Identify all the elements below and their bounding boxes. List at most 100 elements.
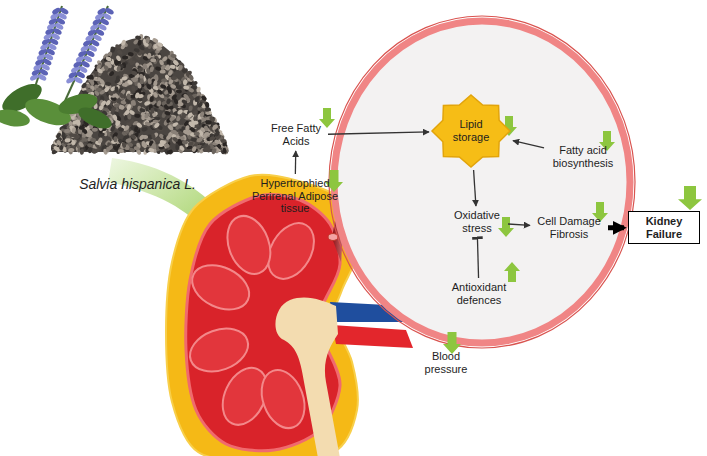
chia-seed bbox=[211, 148, 217, 155]
node-text: Lipid storage bbox=[443, 118, 499, 143]
chia-seed bbox=[139, 107, 146, 113]
chia-seed bbox=[188, 74, 194, 81]
chia-seed bbox=[114, 120, 121, 127]
chia-seed bbox=[170, 54, 176, 59]
chia-seed bbox=[166, 149, 173, 155]
chia-seed bbox=[64, 129, 70, 133]
flower-bud bbox=[59, 7, 69, 16]
chia-seed bbox=[132, 77, 139, 83]
chia-seed bbox=[196, 86, 201, 93]
chia-seed bbox=[182, 140, 188, 144]
chia-seed bbox=[71, 127, 76, 134]
plant-leaf bbox=[0, 107, 31, 129]
chia-seed bbox=[161, 55, 168, 62]
chia-seed bbox=[105, 56, 112, 62]
chia-seed bbox=[123, 124, 130, 131]
chia-seed bbox=[200, 111, 205, 118]
change-arrow bbox=[678, 186, 702, 210]
chia-seed bbox=[160, 84, 167, 90]
chia-seed bbox=[157, 41, 164, 48]
connector bbox=[608, 225, 624, 230]
chia-seed bbox=[133, 146, 140, 151]
chia-seed bbox=[147, 78, 152, 85]
node-text: Antioxidant defences bbox=[446, 281, 512, 306]
change-arrow bbox=[319, 108, 335, 128]
chia-seed bbox=[188, 105, 193, 112]
chia-seed bbox=[127, 52, 134, 57]
chia-seed bbox=[126, 104, 131, 111]
chia-seed bbox=[220, 139, 226, 144]
chia-seed bbox=[68, 148, 74, 153]
chia-seed bbox=[200, 95, 207, 102]
chia-seed bbox=[134, 92, 140, 99]
chia-seed bbox=[176, 89, 182, 93]
connector bbox=[508, 224, 530, 225]
chia-seed bbox=[171, 76, 177, 81]
chia-seed bbox=[194, 95, 200, 102]
chia-seed bbox=[164, 110, 171, 116]
process-label: Hypertrophied Perirenal Adipose tissue bbox=[250, 176, 340, 216]
renal-pyramid bbox=[185, 257, 256, 319]
chia-seed bbox=[183, 93, 190, 100]
chia-seed bbox=[138, 134, 145, 141]
node-text: Fatty acid biosynthesis bbox=[546, 144, 620, 169]
chia-seed bbox=[137, 40, 142, 47]
flower-bud bbox=[51, 7, 61, 16]
chia-seed bbox=[147, 53, 152, 60]
chia-seed bbox=[157, 100, 162, 107]
connector bbox=[328, 132, 429, 134]
chia-seed bbox=[64, 138, 70, 143]
chia-seed bbox=[87, 147, 93, 154]
chia-seed bbox=[214, 139, 221, 145]
chia-seed bbox=[166, 85, 173, 92]
connector bbox=[295, 151, 297, 174]
change-arrow bbox=[504, 262, 520, 282]
chia-seed bbox=[188, 94, 195, 101]
chia-seed bbox=[185, 125, 190, 132]
chia-seed bbox=[99, 78, 106, 85]
chia-seed bbox=[144, 112, 150, 119]
chia-seed bbox=[96, 88, 102, 92]
chia-seed bbox=[118, 92, 125, 99]
chia-seed bbox=[137, 67, 144, 74]
chia-seed bbox=[191, 138, 197, 142]
chia-seed bbox=[151, 133, 156, 140]
chia-seed bbox=[204, 107, 211, 112]
chia-seed bbox=[78, 141, 85, 148]
chia-seed bbox=[187, 141, 194, 147]
renal-pelvis bbox=[275, 298, 340, 456]
chia-seed bbox=[178, 145, 185, 152]
species-name: Salvia hispanica L. bbox=[50, 176, 225, 192]
chia-seed bbox=[196, 137, 203, 143]
chia-seed bbox=[110, 46, 115, 53]
chia-seed bbox=[206, 120, 213, 125]
cell-outline bbox=[329, 16, 635, 348]
node-text: Cell Damage Fibrosis bbox=[532, 215, 606, 240]
chia-seed bbox=[169, 116, 176, 122]
node-text: Hypertrophied Perirenal Adipose tissue bbox=[250, 177, 340, 215]
chia-seed bbox=[114, 86, 119, 93]
chia-seed bbox=[222, 148, 229, 155]
chia-seed bbox=[139, 78, 144, 84]
chia-seed bbox=[169, 65, 175, 70]
chia-seed bbox=[155, 66, 162, 72]
chia-seed bbox=[136, 122, 143, 129]
node-text: Kidney Failure bbox=[641, 215, 687, 240]
chia-seed bbox=[153, 122, 160, 129]
connector bbox=[513, 141, 544, 148]
chia-seed bbox=[182, 112, 187, 118]
chia-seed bbox=[118, 149, 124, 153]
chia-seed bbox=[153, 80, 158, 87]
chia-seed bbox=[165, 64, 170, 70]
chia-seed bbox=[222, 147, 227, 154]
chia-seed bbox=[131, 86, 135, 92]
chia-seed bbox=[118, 127, 125, 132]
chia-seed bbox=[203, 125, 209, 132]
chia-seed bbox=[202, 147, 209, 152]
chia-seeds bbox=[51, 34, 230, 156]
chia-seed bbox=[149, 66, 155, 73]
chia-seed bbox=[68, 144, 75, 151]
chia-seed bbox=[214, 130, 221, 137]
chia-seed bbox=[131, 70, 138, 76]
chia-seed bbox=[79, 125, 86, 130]
